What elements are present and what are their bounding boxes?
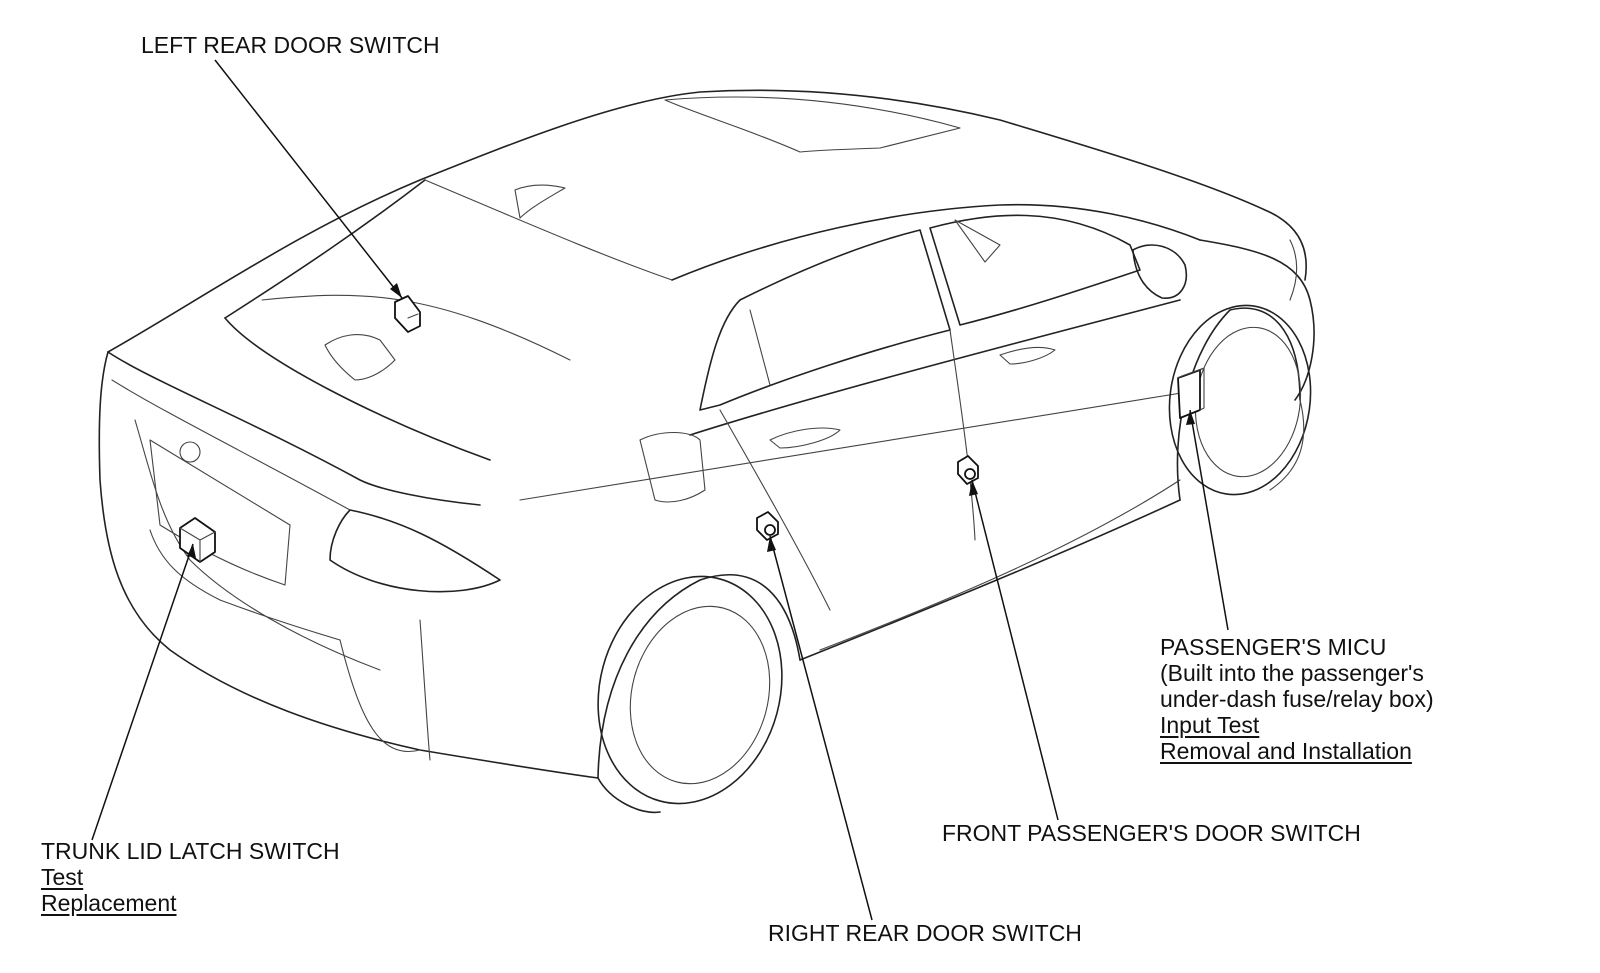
passengers-micu-note-line2: under-dash fuse/relay box) (1160, 686, 1434, 712)
passengers-micu-title: PASSENGER'S MICU (1160, 634, 1387, 660)
trunk-lid-replacement-link[interactable]: Replacement (41, 890, 177, 916)
front-passengers-door-switch-label: FRONT PASSENGER'S DOOR SWITCH (942, 820, 1361, 846)
micu-removal-installation-link[interactable]: Removal and Installation (1160, 738, 1412, 764)
trunk-lid-latch-switch-label: TRUNK LID LATCH SWITCH Test Replacement (41, 838, 340, 916)
right-rear-door-switch-marker (756, 511, 779, 541)
car-body (98, 89, 1315, 814)
right-rear-door-switch-label: RIGHT REAR DOOR SWITCH (768, 920, 1082, 946)
right-rear-door-switch-text: RIGHT REAR DOOR SWITCH (768, 920, 1082, 946)
leader-lines (91, 59, 1229, 921)
trunk-lid-latch-switch-marker (179, 517, 216, 563)
passengers-micu-marker (1177, 367, 1205, 419)
micu-input-test-link[interactable]: Input Test (1160, 712, 1260, 738)
front-passengers-door-switch-text: FRONT PASSENGER'S DOOR SWITCH (942, 820, 1361, 846)
passengers-micu-label: PASSENGER'S MICU (Built into the passeng… (1160, 634, 1434, 764)
trunk-lid-test-link[interactable]: Test (41, 864, 84, 890)
left-rear-door-switch-marker (394, 295, 421, 333)
left-rear-door-switch-label: LEFT REAR DOOR SWITCH (141, 32, 440, 58)
front-passengers-door-switch-marker (957, 455, 979, 485)
passengers-micu-note-line1: (Built into the passenger's (1160, 660, 1424, 686)
trunk-lid-latch-switch-title: TRUNK LID LATCH SWITCH (41, 838, 340, 864)
left-rear-door-switch-text: LEFT REAR DOOR SWITCH (141, 32, 440, 58)
